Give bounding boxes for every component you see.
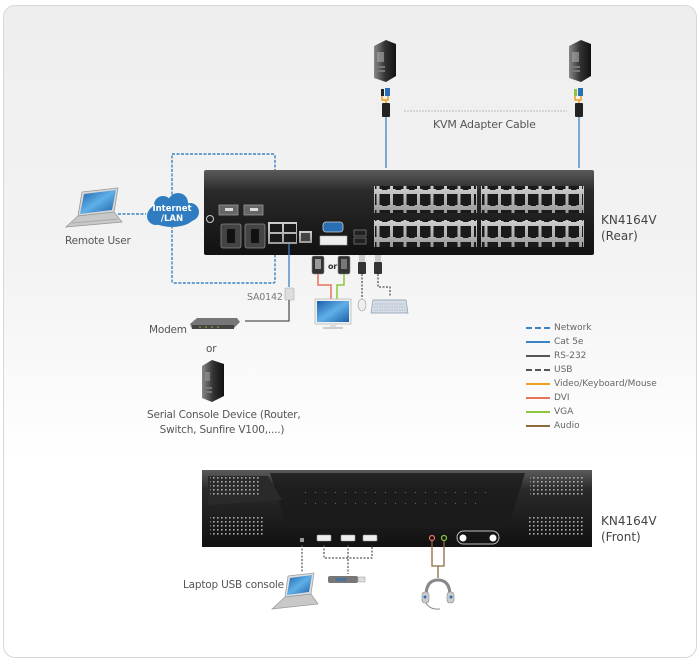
mouse <box>357 298 367 312</box>
legend-item-audio: Audio <box>526 419 657 433</box>
front-usb-port-1 <box>316 534 332 542</box>
remote-user-laptop <box>64 187 123 228</box>
network-loop-cable <box>171 153 276 284</box>
internet-lan-cloud <box>147 193 199 227</box>
usb-port-1 <box>353 229 367 237</box>
rs232-cable <box>245 300 290 322</box>
modem-label: Modem <box>149 324 187 336</box>
kn4164v-rear-device <box>204 170 594 255</box>
legend-label: DVI <box>554 393 570 403</box>
rear-model-name: KN4164V <box>601 213 657 227</box>
laptop-usb-console-label: Laptop USB console <box>183 579 284 591</box>
front-model-label: KN4164V (Front) <box>601 513 657 545</box>
front-grille-right-bottom <box>528 517 583 537</box>
front-usb-port-3 <box>362 534 378 542</box>
legend-swatch <box>526 411 550 413</box>
usb-flash-drive <box>328 576 366 583</box>
serial-console-label: Serial Console Device (Router, Switch, S… <box>147 408 301 438</box>
cloud-label-line-1: Internet <box>152 204 192 214</box>
or-label: or <box>206 343 217 355</box>
front-laptop-usb-port <box>300 538 304 542</box>
audio-cable <box>431 541 445 578</box>
front-bezel <box>270 473 525 522</box>
legend-item-dvi: DVI <box>526 391 657 405</box>
legend-item-usb: USB <box>526 363 657 377</box>
legend-swatch <box>526 369 550 371</box>
serial-console-tower <box>202 360 224 402</box>
kvm-adapter-left <box>381 88 390 168</box>
headset <box>421 578 455 610</box>
vga-port <box>322 221 344 233</box>
legend-item-cat-5e: Cat 5e <box>526 335 657 349</box>
front-control-buttons <box>456 530 500 545</box>
legend-label: Network <box>554 323 592 333</box>
legend-swatch <box>526 383 550 385</box>
cloud-label: Internet /LAN <box>150 204 194 224</box>
usb-keyboard-cable <box>377 274 391 296</box>
remote-user-label: Remote User <box>65 235 131 247</box>
sa0142-label: SA0142 <box>247 292 283 303</box>
vga-cable <box>336 274 345 300</box>
dvi-cable <box>317 274 332 300</box>
kn4164v-front-device <box>202 470 592 547</box>
laptop-usb-console <box>270 572 319 610</box>
dvi-port <box>319 235 348 246</box>
legend-label: Cat 5e <box>554 337 584 347</box>
legend-swatch <box>526 341 550 343</box>
serial-console-line-2: Switch, Sunfire V100,....) <box>159 424 285 436</box>
legend-item-vga: VGA <box>526 405 657 419</box>
server-tower-left <box>374 40 396 82</box>
front-grille-left-top <box>210 477 260 497</box>
front-speaker-jack <box>428 534 436 542</box>
usb-port-2 <box>353 237 367 245</box>
monitor <box>314 298 352 329</box>
legend-label: Video/Keyboard/Mouse <box>554 379 657 389</box>
or-small-label: or <box>328 262 338 271</box>
legend-label: VGA <box>554 407 574 417</box>
cloud-label-line-2: /LAN <box>160 214 184 224</box>
front-usb-port-2 <box>340 534 356 542</box>
rear-model-label: KN4164V (Rear) <box>601 212 657 244</box>
legend-swatch <box>526 327 550 329</box>
rear-model-side: (Rear) <box>601 229 638 243</box>
legend-label: USB <box>554 365 573 375</box>
front-grille-right-top <box>530 477 585 497</box>
dvi-connector <box>311 255 325 275</box>
vga-connector <box>337 255 351 275</box>
legend-swatch <box>526 355 550 357</box>
serial-console-line-1: Serial Console Device (Router, <box>147 409 301 421</box>
usb-connector-keyboard <box>374 255 382 274</box>
ground-icon <box>206 215 214 223</box>
server-tower-right <box>569 40 591 82</box>
front-model-name: KN4164V <box>601 514 657 528</box>
kvm-adapter-right <box>574 88 583 168</box>
legend-item-rs-232: RS-232 <box>526 349 657 363</box>
front-model-side: (Front) <box>601 530 641 544</box>
front-grille-left-bottom <box>210 517 265 537</box>
usb-connector-mouse <box>358 255 366 274</box>
legend-item-video-keyboard-mouse: Video/Keyboard/Mouse <box>526 377 657 391</box>
modem-device <box>190 318 240 329</box>
legend-swatch <box>526 425 550 427</box>
sa0142-adapter <box>284 287 295 301</box>
legend-label: Audio <box>554 421 580 431</box>
keyboard <box>370 299 409 314</box>
kvm-adapter-cable-label: KVM Adapter Cable <box>433 118 536 131</box>
legend-item-network: Network <box>526 321 657 335</box>
usb-flash-cable <box>323 545 373 574</box>
legend-label: RS-232 <box>554 351 587 361</box>
front-mic-jack <box>440 534 448 542</box>
legend-swatch <box>526 397 550 399</box>
